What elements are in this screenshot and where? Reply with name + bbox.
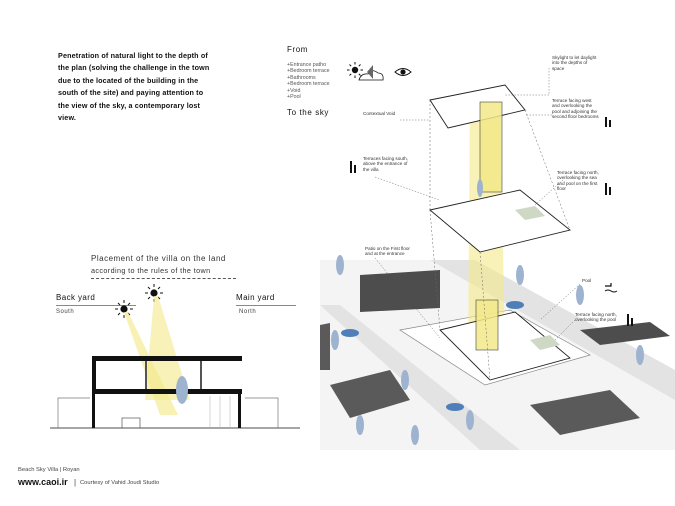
projection-lines: [429, 100, 571, 381]
pool: [530, 335, 560, 350]
annotation-terrace-south: Terraces facing south,above the entrance…: [363, 156, 408, 172]
neighbor-building: [580, 322, 670, 345]
pool-icon: [604, 283, 618, 293]
annotation-contextual-void: Contextual Void: [363, 111, 396, 116]
wall: [92, 394, 95, 428]
south-label: South: [56, 309, 75, 315]
villa-section-drawing: [50, 284, 300, 429]
neighbor-building: [320, 323, 330, 370]
annotation-terrace-north-sea: Terrace facing north,overlooking the sea…: [557, 170, 599, 192]
list-item: +Bedroom terrace: [287, 68, 330, 75]
intro-text: Penetration of natural light to the dept…: [58, 51, 210, 123]
list-item: +Pool: [287, 94, 301, 101]
annotation-terrace-north-pool: Terrace facing north,overlooking the poo…: [575, 312, 617, 323]
sun-icon: [347, 62, 363, 78]
neighbor-building: [530, 390, 640, 435]
placement-title: Placement of the villa on the land: [91, 254, 226, 263]
person-icon: [627, 314, 633, 326]
credit-caption: Courtesy of Vahid Joudi Studio: [80, 480, 160, 486]
divider: [236, 305, 296, 306]
neighbor-outline: [57, 397, 90, 428]
tree-icon: [331, 179, 644, 445]
north-label: North: [239, 309, 257, 315]
mountain-icon: [367, 65, 373, 79]
project-caption: Beach Sky Villa | Royan: [18, 467, 80, 473]
sun-cloud-eye-icon: [347, 62, 412, 81]
roof-level: [429, 84, 526, 129]
eye-icon: [394, 68, 412, 76]
main-yard-label: Main yard: [236, 293, 275, 302]
separator: |: [74, 478, 77, 487]
light-beam: [145, 296, 190, 400]
neighbor-building: [360, 270, 440, 312]
back-yard-label: Back yard: [56, 293, 96, 302]
sun-icon: [145, 284, 163, 302]
to-sky-label: To the sky: [287, 108, 330, 117]
from-list: +Entrance patho +Bedroom terrace +Bathro…: [287, 62, 330, 100]
wall: [200, 361, 202, 389]
wall: [92, 361, 96, 389]
second-floor: [429, 189, 571, 253]
wall: [145, 361, 147, 389]
neighbor-building: [330, 370, 410, 418]
site-link[interactable]: www.caoi.ir: [18, 477, 68, 487]
person-icon: [605, 183, 611, 195]
divider: [91, 278, 236, 279]
car-icon: [446, 403, 464, 411]
list-item: +Bathrooms: [287, 74, 316, 81]
tree-icon: [176, 376, 188, 404]
skylight-tower: [479, 101, 503, 193]
neighbor-outline: [245, 397, 279, 428]
pool: [515, 206, 545, 220]
wall: [238, 394, 241, 428]
car-icon: [506, 301, 524, 309]
car-icon: [341, 329, 359, 337]
person-icon: [605, 117, 611, 127]
exploded-axonometric-drawing: [320, 68, 675, 450]
divider: [56, 305, 136, 306]
leader-lines: [374, 68, 581, 341]
placement-subtitle: according to the rules of the town: [91, 266, 211, 275]
person-icon: [350, 161, 356, 173]
windows: [209, 396, 231, 428]
roof-slab: [92, 356, 242, 361]
stairs: [121, 417, 141, 429]
annotation-pool: Pool: [582, 278, 592, 283]
courtyard-void: [475, 299, 499, 351]
list-item: +Entrance patho: [287, 62, 327, 68]
list-item: +Void: [287, 87, 301, 94]
sun-icon: [115, 300, 133, 318]
floor-slab: [92, 389, 242, 394]
from-title: From: [287, 45, 309, 54]
list-item: +Bedroom terrace: [287, 81, 330, 88]
